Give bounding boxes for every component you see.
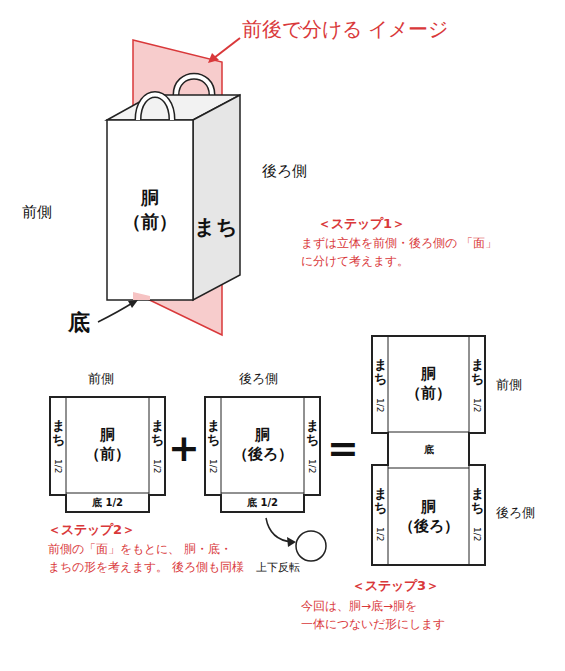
gusset-panel: まち 1/2 — [50, 397, 66, 495]
step-note: まずは立体を前側・後ろ側の 「面」に分けて考えます。 — [301, 234, 561, 270]
leader-line — [98, 302, 134, 322]
bottom-panel: 底 — [388, 432, 469, 468]
pattern-outline — [50, 397, 165, 512]
gusset-panel: まち 1/2 — [469, 336, 485, 433]
operator: + — [168, 420, 200, 477]
gusset-panel: まち 1/2 — [372, 336, 388, 433]
node-text: 胴 （前） — [123, 186, 177, 234]
joined-pattern: 前側後ろ側まち1/2胴 （前）まち1/2底まち1/2胴 （後ろ）まち1/2 — [372, 336, 485, 565]
leader-line — [214, 38, 240, 58]
node-text: 底 — [424, 443, 434, 457]
node-text: まち — [151, 419, 164, 448]
cut-plane — [133, 292, 150, 300]
part-label: 底 — [68, 306, 90, 339]
step-note: 今回は、胴→底→胴を 一体につないだ形にします — [301, 597, 561, 633]
seam-line — [388, 336, 469, 565]
node-text: 1/2 — [152, 459, 162, 473]
node-text: まち — [207, 419, 220, 448]
gusset-panel: まち 1/2 — [469, 465, 485, 565]
node-text: まち — [471, 487, 484, 516]
handle — [176, 76, 212, 95]
arrow-head — [128, 300, 138, 308]
side-label: 前側 — [22, 201, 52, 224]
node-text: 1/2 — [375, 398, 385, 412]
back-pattern: 後ろ側まち1/2胴 （後ろ）まち1/2底 1/2 — [205, 397, 320, 512]
node-text: 1/2 — [472, 398, 482, 412]
node-text: 胴 （後ろ） — [399, 498, 459, 536]
step-heading: ＜ステップ3＞ — [352, 576, 439, 596]
front-pattern: 前側まち1/2胴 （前）まち1/2底 1/2 — [50, 397, 165, 512]
pattern-outline — [372, 336, 485, 565]
node-text: 胴 （前） — [85, 426, 130, 464]
bag-front — [107, 120, 193, 300]
flip-symbol — [296, 531, 326, 561]
node-text: まち — [194, 213, 238, 241]
handle — [138, 95, 172, 121]
seam-line — [221, 397, 304, 495]
operator: = — [327, 420, 359, 477]
gusset-panel: まち 1/2 — [304, 397, 320, 495]
node-text: まち — [52, 419, 65, 448]
node-text: 1/2 — [472, 527, 482, 541]
node-text: 後ろ側 — [239, 370, 278, 388]
node-text: まち — [306, 419, 319, 448]
handle — [176, 76, 212, 95]
bag-side — [193, 95, 240, 300]
callout-title: 前後で分ける イメージ — [242, 14, 448, 44]
gusset-panel: まち 1/2 — [205, 397, 221, 495]
node-text: 1/2 — [53, 459, 63, 473]
arrow-head — [208, 53, 219, 63]
body-panel: 胴 （後ろ） — [221, 397, 304, 493]
seam-line — [66, 397, 149, 495]
node-text: まち — [374, 358, 387, 387]
handle — [138, 95, 172, 121]
node-text: 前側 — [496, 376, 522, 394]
node-text: 前側 — [88, 370, 114, 388]
step-heading: ＜ステップ2＞ — [48, 520, 135, 540]
body-panel: 胴 （後ろ） — [388, 468, 469, 565]
bottom-panel: 底 1/2 — [221, 493, 304, 512]
flip-label: 上下反転 — [256, 560, 300, 577]
node-text: 1/2 — [375, 527, 385, 541]
step-heading: ＜ステップ1＞ — [318, 214, 405, 234]
node-text: まち — [471, 358, 484, 387]
front-face: 胴 （前） — [107, 120, 193, 300]
gusset-panel: まち 1/2 — [149, 397, 165, 495]
node-text: 胴 （前） — [406, 365, 451, 403]
arrow-head — [287, 537, 296, 547]
bottom-panel: 底 1/2 — [66, 493, 149, 512]
node-text: 底 1/2 — [247, 496, 278, 510]
gusset-face: まち — [193, 95, 240, 300]
node-text: まち — [374, 487, 387, 516]
gusset-panel: まち 1/2 — [372, 465, 388, 565]
side-label: 後ろ側 — [262, 160, 307, 183]
node-text: 底 1/2 — [92, 496, 123, 510]
node-text: 後ろ側 — [496, 504, 535, 522]
node-text: 1/2 — [208, 459, 218, 473]
node-text: 1/2 — [307, 459, 317, 473]
node-text: 胴 （後ろ） — [233, 426, 293, 464]
body-panel: 胴 （前） — [388, 336, 469, 432]
body-panel: 胴 （前） — [66, 397, 149, 493]
pattern-outline — [205, 397, 320, 512]
